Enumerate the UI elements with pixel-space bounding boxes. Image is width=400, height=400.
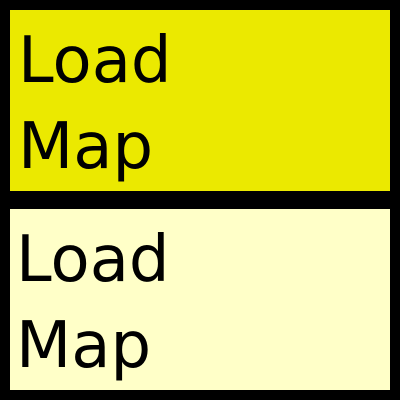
button-label-line-1: Load xyxy=(16,223,170,297)
load-map-button-secondary[interactable]: Load Map xyxy=(10,209,390,390)
button-label-line-2: Map xyxy=(16,308,152,383)
button-label-line-1: Load xyxy=(18,24,172,98)
load-map-button-primary[interactable]: Load Map xyxy=(10,10,390,191)
button-label-line-2: Map xyxy=(18,109,154,184)
